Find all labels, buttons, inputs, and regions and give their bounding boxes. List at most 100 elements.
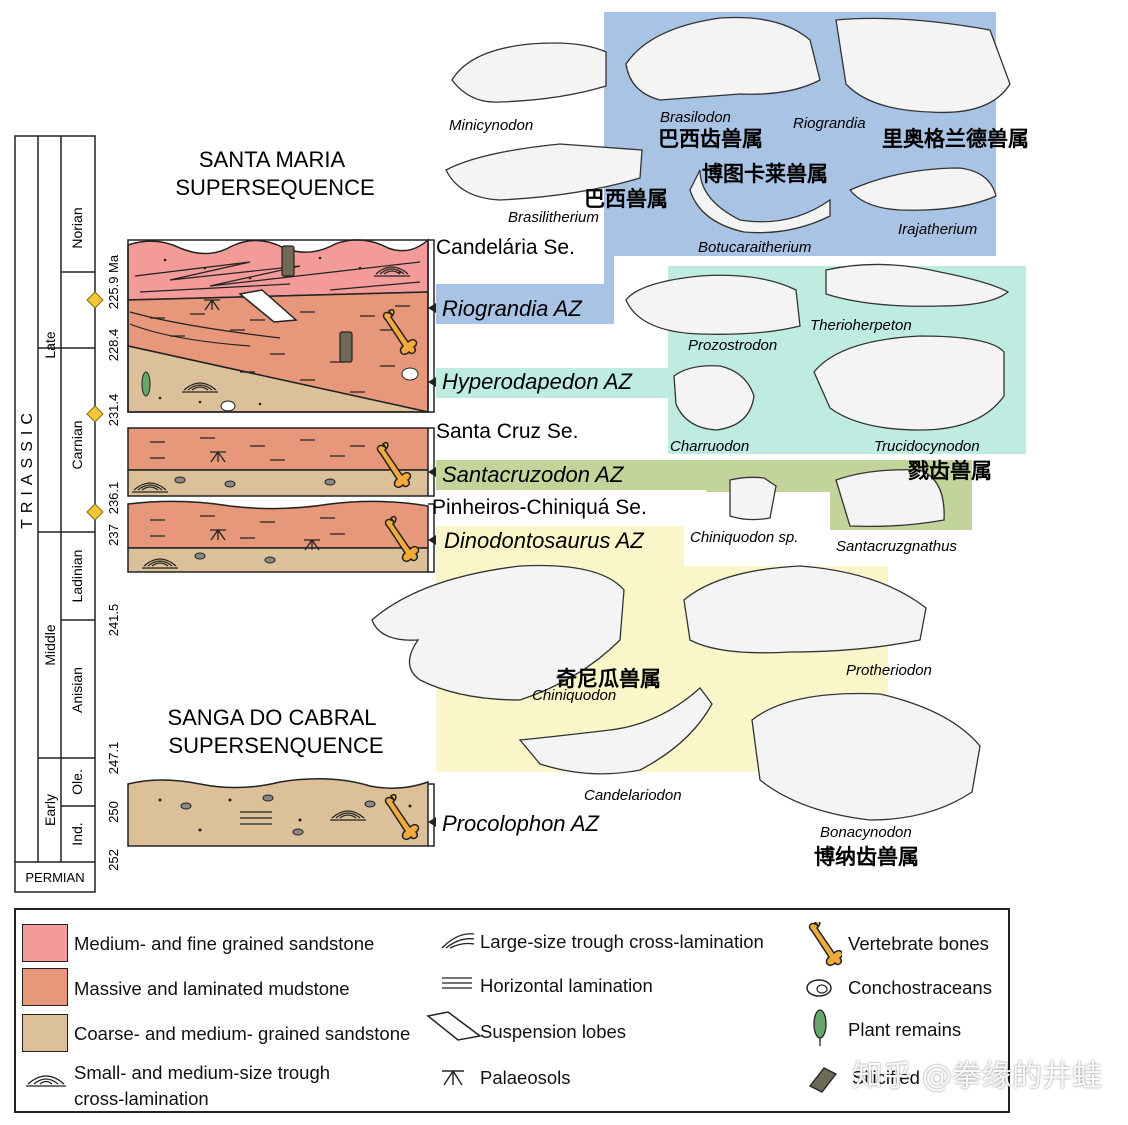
age-250: 250	[106, 801, 121, 823]
riograndia-cn-label: 里奥格兰德兽属	[882, 127, 1029, 151]
epoch-middle: Middle	[42, 624, 58, 665]
prozostrodon-label: Prozostrodon	[688, 337, 777, 354]
sanga-do-cabral-block	[127, 778, 429, 847]
brasilodon-label: Brasilodon	[660, 109, 731, 126]
chiniquodon-sp-label: Chiniquodon sp.	[690, 529, 798, 546]
watermark: 知乎 @拳缘的井蛙	[852, 1059, 1102, 1094]
bonacynodon-label: Bonacynodon	[820, 824, 912, 841]
candelariodon-label: Candelariodon	[584, 787, 682, 804]
vertebrate-bone-icon	[808, 922, 842, 966]
trucidocynodon-cn-label: 戮齿兽属	[908, 459, 992, 483]
brasilodon-skull	[625, 16, 821, 101]
permian-label: PERMIAN	[25, 870, 84, 885]
mudstone-label: Massive and laminated mudstone	[74, 978, 350, 999]
irajatherium-jaw	[848, 167, 997, 211]
trucidocynodon-skull	[813, 335, 1005, 431]
conchostraceans-label: Conchostraceans	[848, 977, 992, 998]
chiniquodon-skull	[371, 564, 625, 701]
minicynodon-label: Minicynodon	[449, 117, 533, 134]
chiniquodon-cn-label: 奇尼瓜兽属	[556, 667, 661, 691]
hyperodapedon-az-label: Hyperodapedon AZ	[442, 369, 634, 394]
dinodontosaurus-az-label: Dinodontosaurus AZ	[444, 528, 645, 553]
santa-cruz-label: Santa Cruz Se.	[436, 420, 578, 443]
small-trough-label-2: cross-lamination	[74, 1088, 209, 1109]
candelaria-label: Candelária Se.	[436, 236, 575, 259]
stage-norian: Norian	[69, 207, 85, 248]
skull-illustrations	[371, 16, 1011, 821]
large-trough-label: Large-size trough cross-lamination	[480, 931, 764, 952]
fine-sandstone-swatch	[22, 924, 68, 962]
brasilitherium-label: Brasilitherium	[508, 209, 599, 226]
age-236: 236.1	[106, 482, 121, 515]
plant-remains-icon	[813, 1009, 827, 1046]
coarse-sandstone-label: Coarse- and medium- grained sandstone	[74, 1023, 411, 1044]
botucaraitherium-label: Botucaraitherium	[698, 239, 811, 256]
procolophon-az-label: Procolophon AZ	[442, 811, 601, 836]
chiniquodon-label: Chiniquodon	[532, 687, 616, 704]
brasilodon-cn-label: 巴西齿兽属	[658, 127, 763, 151]
stage-olenekian: Ole.	[69, 769, 85, 795]
stage-induan: Ind.	[69, 822, 85, 845]
age-225: 225.9 Ma	[106, 254, 121, 309]
epoch-late: Late	[42, 331, 58, 358]
legend: Medium- and fine grained sandstone Massi…	[14, 908, 1010, 1113]
epoch-early: Early	[42, 794, 58, 826]
large-trough-icon	[441, 933, 475, 949]
riograndia-label: Riograndia	[793, 115, 866, 132]
pinheiros-sequence-block	[127, 500, 429, 573]
riograndia-az-label: Riograndia AZ	[442, 296, 583, 321]
brasilitherium-skull	[445, 143, 643, 201]
santa-maria-title-1: SANTA MARIA	[199, 147, 346, 172]
botucaraitherium-jaw	[689, 169, 831, 234]
vertebrate-bones-label: Vertebrate bones	[848, 933, 989, 954]
santacruzodon-zone-box	[436, 460, 972, 530]
santacruzgnathus-label: Santacruzgnathus	[836, 538, 957, 555]
santacruzodon-az-label: Santacruzodon AZ	[442, 462, 625, 487]
santacruzgnathus-jaw	[835, 469, 945, 528]
therioherpeton-label: Therioherpeton	[810, 317, 912, 334]
age-247: 247.1	[106, 742, 121, 775]
zone-arrows	[428, 303, 436, 827]
conchostracean-icon	[806, 979, 832, 997]
palaeosols-icon	[442, 1070, 464, 1086]
sanga-title-2: SUPERSENQUENCE	[168, 733, 383, 758]
dating-markers	[86, 291, 104, 521]
mudstone-swatch	[22, 968, 68, 1006]
suspension-lobes-icon	[426, 1011, 482, 1041]
small-trough-icon	[26, 1075, 66, 1087]
silicified-wood-icon	[809, 1067, 837, 1093]
age-228: 228.4	[106, 329, 121, 362]
chiniquodon-sp-tooth	[729, 476, 777, 521]
santa-cruz-sequence-block	[127, 427, 429, 497]
fine-sandstone-label: Medium- and fine grained sandstone	[74, 933, 375, 954]
santa-maria-title-2: SUPERSEQUENCE	[175, 175, 374, 200]
prozostrodon-skull	[625, 274, 801, 335]
stage-carnian: Carnian	[69, 420, 85, 469]
protheriodon-skull	[683, 565, 927, 654]
candelaria-sequence-block	[127, 238, 429, 413]
age-252: 252	[106, 849, 121, 871]
horizontal-lamination-icon	[442, 977, 472, 989]
minicynodon-skull	[451, 42, 607, 103]
bonacynodon-cn-label: 博纳齿兽属	[814, 845, 919, 869]
age-237: 237	[106, 524, 121, 546]
charruodon-label: Charruodon	[670, 438, 749, 455]
plant-remains-label: Plant remains	[848, 1019, 962, 1040]
silicified-label: Silicified	[852, 1067, 920, 1088]
palaeosols-label: Palaeosols	[480, 1067, 571, 1088]
bonacynodon-skull	[751, 692, 981, 821]
irajatherium-label: Irajatherium	[898, 221, 977, 238]
charruodon-jaw	[673, 365, 755, 431]
stage-anisian: Anisian	[69, 667, 85, 713]
candelariodon-jaw	[518, 687, 713, 775]
system-label: TRIASSIC	[19, 407, 36, 529]
small-trough-label-1: Small- and medium-size trough	[74, 1062, 331, 1083]
therioherpeton-skull	[825, 263, 1010, 307]
pinheiros-label: Pinheiros-Chiniquá Se.	[432, 496, 647, 519]
age-241: 241.5	[106, 604, 121, 637]
trucidocynodon-label: Trucidocynodon	[874, 438, 980, 455]
riograndia-skull	[835, 17, 1011, 114]
coarse-sandstone-swatch	[22, 1014, 68, 1052]
horizontal-lamination-label: Horizontal lamination	[480, 975, 653, 996]
